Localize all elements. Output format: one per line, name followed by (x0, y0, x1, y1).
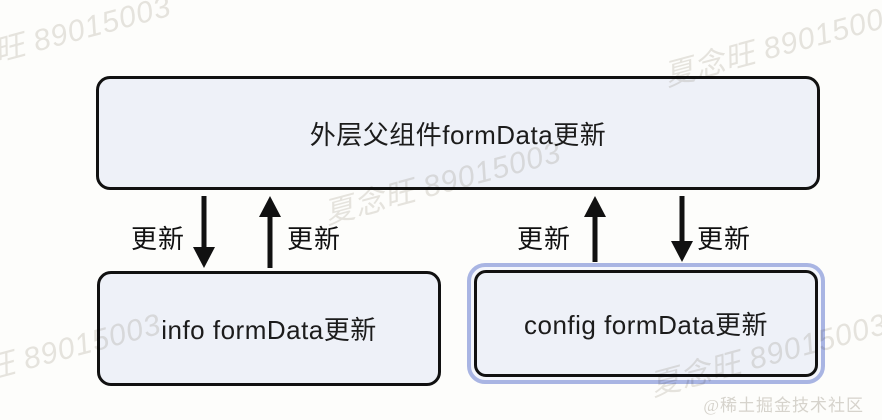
edge-label-config-to-parent: 更新 (517, 224, 572, 254)
node-config-formdata: config formData更新 (474, 270, 818, 377)
node-parent-label: 外层父组件formData更新 (309, 119, 607, 150)
community-credit-watermark: @稀土掘金技术社区 (703, 396, 864, 415)
diagonal-watermark: 夏念旺 89015003 (0, 0, 175, 85)
arrow-info-to-parent-icon (259, 196, 281, 268)
node-info-label: info formData更新 (161, 315, 377, 345)
arrow-parent-to-info-icon (193, 196, 215, 268)
node-info-formdata: info formData更新 (97, 271, 441, 386)
edge-label-parent-to-info: 更新 (131, 224, 186, 254)
arrow-config-to-parent-icon (584, 196, 606, 262)
edge-label-info-to-parent: 更新 (287, 224, 342, 254)
selection-highlight-frame: config formData更新 (467, 263, 825, 384)
arrow-parent-to-config-icon (671, 196, 693, 262)
node-config-label: config formData更新 (523, 310, 769, 340)
edge-label-parent-to-config: 更新 (697, 224, 752, 254)
node-parent-formdata: 外层父组件formData更新 (96, 76, 820, 190)
